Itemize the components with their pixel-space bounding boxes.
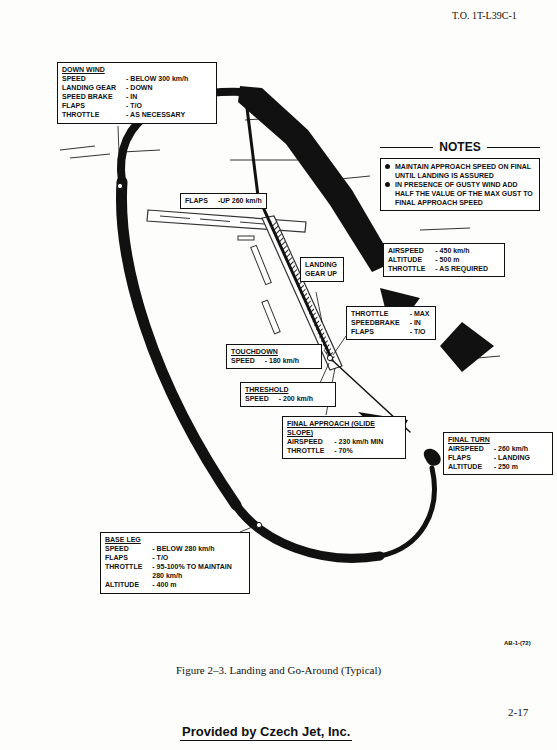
setting-value: - BELOW 300 km/h: [126, 74, 212, 83]
setting-name: SPEEDBRAKE: [351, 318, 400, 327]
callout-box: THROTTLE - MAX SPEEDBRAKE - IN FLAPS - T/O: [346, 306, 436, 340]
setting-name: THROTTLE: [287, 446, 324, 455]
rule-line: [487, 147, 540, 148]
setting-value: - 250 m: [494, 462, 548, 471]
setting-name: AIRSPEED: [388, 246, 425, 255]
notes-box: NOTES MAINTAIN APPROACH SPEED ON FINAL UN…: [380, 140, 540, 211]
callout-heading: THRESHOLD: [245, 385, 331, 394]
callout-box: TOUCHDOWNSPEED - 180 km/h: [226, 344, 322, 369]
callout-heading: BASE LEG: [105, 535, 245, 544]
setting-name: FLAPS: [105, 553, 142, 562]
runways: [147, 210, 342, 370]
callout-table: SPEED - 180 km/h: [231, 356, 317, 365]
setting-name: ALTITUDE: [388, 255, 425, 264]
position-dots: [117, 183, 332, 527]
bullet: [385, 182, 390, 187]
setting-value: - AS REQUIRED: [435, 264, 500, 273]
callout-table: SPEED - BELOW 300 km/hLANDING GEAR - DOWN S…: [62, 74, 212, 119]
setting-value: - T/O: [410, 327, 431, 336]
callout-text: LANDING GEAR UP: [305, 260, 339, 278]
callout-box: FINAL APPROACH (GLIDE SLOPE)AIRSPEED - 23…: [282, 416, 406, 459]
callout-heading: FINAL TURN: [448, 435, 548, 444]
setting-value: - 95-100% TO MAINTAIN 280 km/h: [152, 562, 245, 580]
setting-value: - 400 m: [152, 580, 245, 589]
notes-heading-row: NOTES: [380, 140, 540, 156]
callout-text: FLAPS: [185, 196, 208, 205]
note-text: MAINTAIN APPROACH SPEED ON FINAL UNTIL L…: [395, 162, 535, 180]
callout-heading: FINAL APPROACH (GLIDE SLOPE): [287, 419, 401, 437]
notes-body: MAINTAIN APPROACH SPEED ON FINAL UNTIL L…: [380, 158, 540, 211]
callout-box: FLAPS -UP 260 km/h: [180, 193, 267, 209]
callout-heading: TOUCHDOWN: [231, 347, 317, 356]
callout-box: DOWN WINDSPEED - BELOW 300 km/hLANDING GE…: [57, 62, 217, 124]
callout-table: AIRSPEED - 260 km/hFLAPS - LANDING ALTITUDE…: [448, 444, 548, 471]
setting-value: - 260 km/h: [494, 444, 548, 453]
setting-name: FLAPS: [62, 101, 116, 110]
setting-value: - 200 km/h: [279, 394, 331, 403]
setting-name: THROTTLE: [62, 110, 116, 119]
setting-name: FLAPS: [448, 453, 484, 462]
callout-table: AIRSPEED - 230 km/h MIN THROTTLE - 70%: [287, 437, 401, 455]
setting-name: SPEED: [105, 544, 142, 553]
callout-box: BASE LEGSPEED - BELOW 280 km/hFLAPS - T/O T…: [100, 532, 250, 594]
page-label: T.O. 1T-L39C-1: [452, 10, 517, 21]
callout-box: AIRSPEED - 450 km/hALTITUDE - 500 m THROTTL…: [383, 243, 505, 277]
setting-value: - 230 km/h MIN: [334, 437, 401, 446]
callout-box: FINAL TURNAIRSPEED - 260 km/hFLAPS - LANDI…: [443, 432, 553, 475]
callout-box: THRESHOLDSPEED - 200 km/h: [240, 382, 336, 407]
setting-name: THROTTLE: [351, 309, 400, 318]
setting-value: - 450 km/h: [435, 246, 500, 255]
page-label: 2-17: [508, 706, 528, 718]
setting-name: THROTTLE: [105, 562, 142, 580]
callout-text: -UP 260 km/h: [218, 196, 262, 205]
setting-name: SPEED: [231, 356, 255, 365]
note-text: IN PRESENCE OF GUSTY WIND ADD HALF THE V…: [395, 180, 535, 207]
figure-caption: Figure 2–3. Landing and Go-Around (Typic…: [176, 664, 381, 676]
setting-value: - 180 km/h: [265, 356, 317, 365]
callout-table: SPEED- BELOW 280 km/hFLAPS- T/OTHROTTLE-…: [105, 544, 245, 589]
callout-heading: DOWN WIND: [62, 65, 212, 74]
setting-name: ALTITUDE: [105, 580, 142, 589]
setting-value: - AS NECESSARY: [126, 110, 212, 119]
setting-value: - 70%: [334, 446, 401, 455]
setting-name: THROTTLE: [388, 264, 425, 273]
setting-value: - T/O: [126, 101, 212, 110]
setting-name: FLAPS: [351, 327, 400, 336]
callout-box: LANDING GEAR UP: [300, 257, 344, 282]
setting-value: - BELOW 280 km/h: [152, 544, 245, 553]
setting-value: - T/O: [152, 553, 245, 562]
leader-lines: [118, 126, 346, 532]
setting-name: AIRSPEED: [448, 444, 484, 453]
setting-name: ALTITUDE: [448, 462, 484, 471]
note-row: MAINTAIN APPROACH SPEED ON FINAL UNTIL L…: [385, 162, 535, 180]
setting-name: LANDING GEAR: [62, 83, 116, 92]
page-label: AB-1-(72): [504, 640, 531, 646]
setting-value: - 500 m: [435, 255, 500, 264]
notes-heading: NOTES: [439, 140, 480, 156]
callout-table: AIRSPEED - 450 km/hALTITUDE - 500 m THROTTL…: [388, 246, 500, 273]
setting-value: - DOWN: [126, 83, 212, 92]
setting-name: SPEED BRAKE: [62, 92, 116, 101]
callout-table: THROTTLE - MAX SPEEDBRAKE - IN FLAPS - T/O: [351, 309, 431, 336]
setting-value: - IN: [410, 318, 431, 327]
page-label: Provided by Czech Jet, Inc.: [180, 724, 352, 741]
setting-value: - IN: [126, 92, 212, 101]
setting-name: AIRSPEED: [287, 437, 324, 446]
setting-name: SPEED: [62, 74, 116, 83]
setting-value: - LANDING: [494, 453, 548, 462]
bullet: [385, 164, 390, 169]
note-row: IN PRESENCE OF GUSTY WIND ADD HALF THE V…: [385, 180, 535, 207]
setting-value: - MAX: [410, 309, 431, 318]
setting-name: SPEED: [245, 394, 269, 403]
rule-line: [380, 147, 433, 148]
callout-table: SPEED - 200 km/h: [245, 394, 331, 403]
